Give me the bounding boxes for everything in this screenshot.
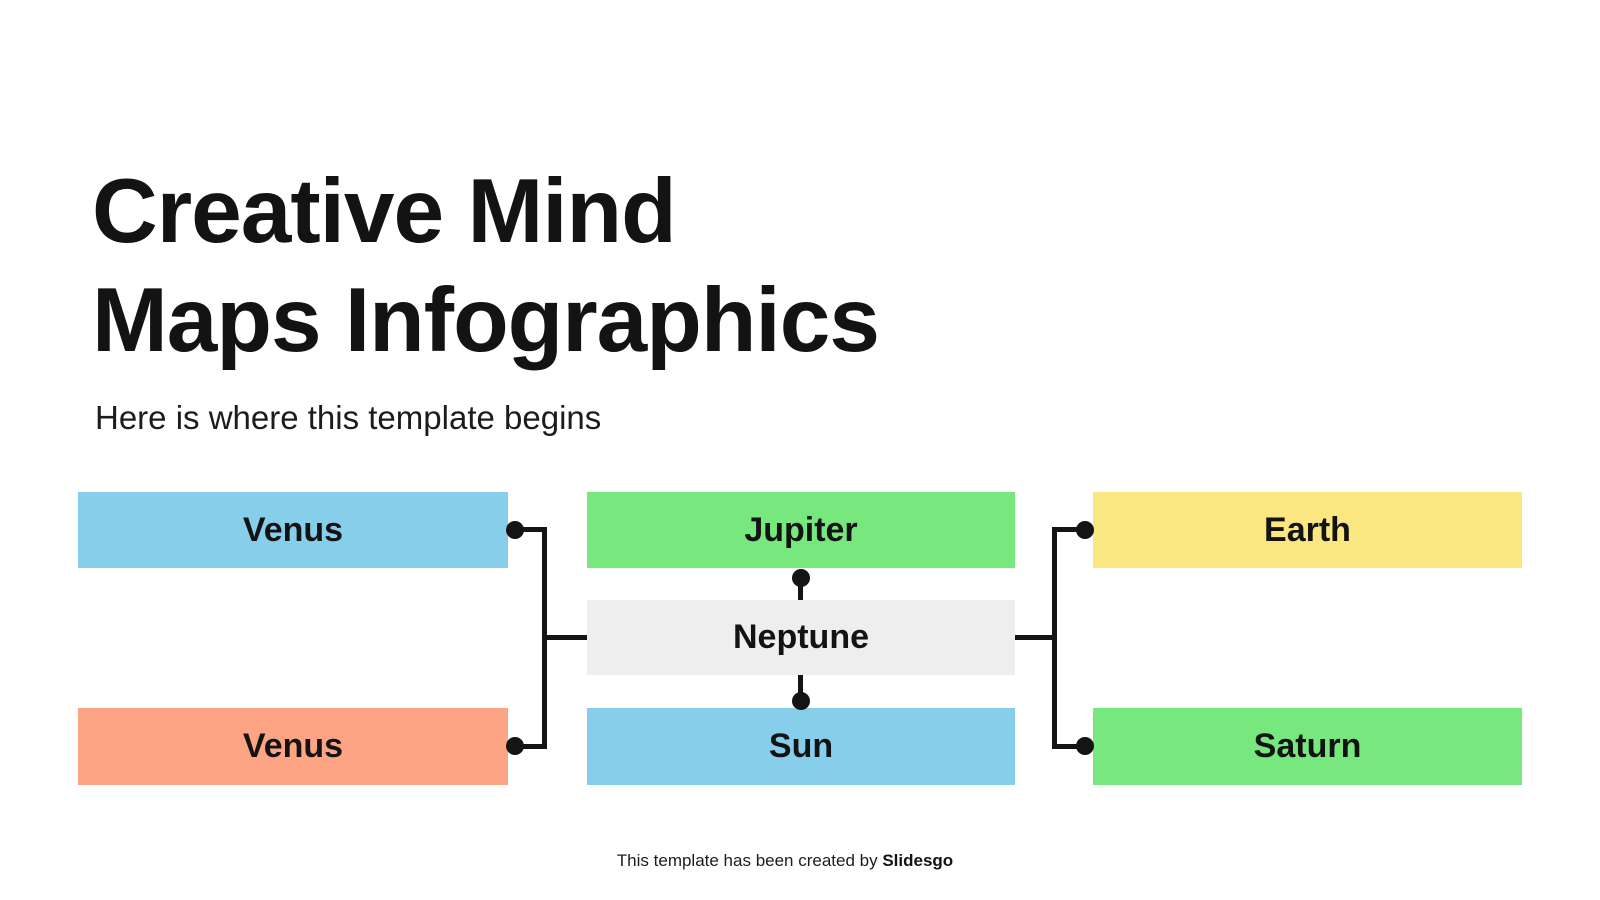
connector-dot-sun [792, 692, 810, 710]
mindmap-node-neptune: Neptune [587, 600, 1015, 675]
node-label: Saturn [1253, 727, 1362, 765]
mindmap-node-saturn: Saturn [1093, 708, 1522, 785]
node-label: Jupiter [744, 510, 858, 549]
connector-dot-jupiter [792, 569, 810, 587]
connector-line-left-top [511, 527, 545, 532]
connector-line-jupiter-neptune [798, 576, 803, 600]
connector-line-left-vertical [542, 527, 547, 749]
connector-line-right-top [1054, 527, 1086, 532]
connector-line-right-middle [1015, 635, 1055, 640]
connector-line-left-bottom [511, 744, 545, 749]
footer-credit: This template has been created by Slides… [0, 851, 1570, 871]
connector-line-neptune-sun [798, 675, 803, 701]
connector-line-right-bottom [1054, 744, 1086, 749]
node-label: Venus [242, 510, 344, 549]
connector-dot-venus-top [506, 521, 524, 539]
footer-brand: Slidesgo [882, 851, 954, 870]
footer-credit-text: This template has been created by [616, 851, 883, 870]
connector-dot-venus-bottom [506, 737, 524, 755]
mindmap-node-venus-bottom: Venus [78, 708, 508, 785]
mindmap-node-jupiter: Jupiter [587, 492, 1015, 568]
connector-dot-saturn [1076, 737, 1094, 755]
node-label: Sun [768, 727, 834, 765]
node-label: Neptune [733, 618, 869, 656]
node-label: Venus [242, 727, 344, 765]
node-label: Earth [1264, 510, 1351, 549]
connector-line-left-middle [545, 635, 587, 640]
page-title: Creative Mind Maps Infographics [92, 160, 880, 372]
mindmap-node-sun: Sun [587, 708, 1015, 785]
mindmap-node-earth: Earth [1093, 492, 1522, 568]
connector-dot-earth [1076, 521, 1094, 539]
mindmap-node-venus-top: Venus [78, 492, 508, 568]
page-subtitle: Here is where this template begins [95, 399, 602, 436]
